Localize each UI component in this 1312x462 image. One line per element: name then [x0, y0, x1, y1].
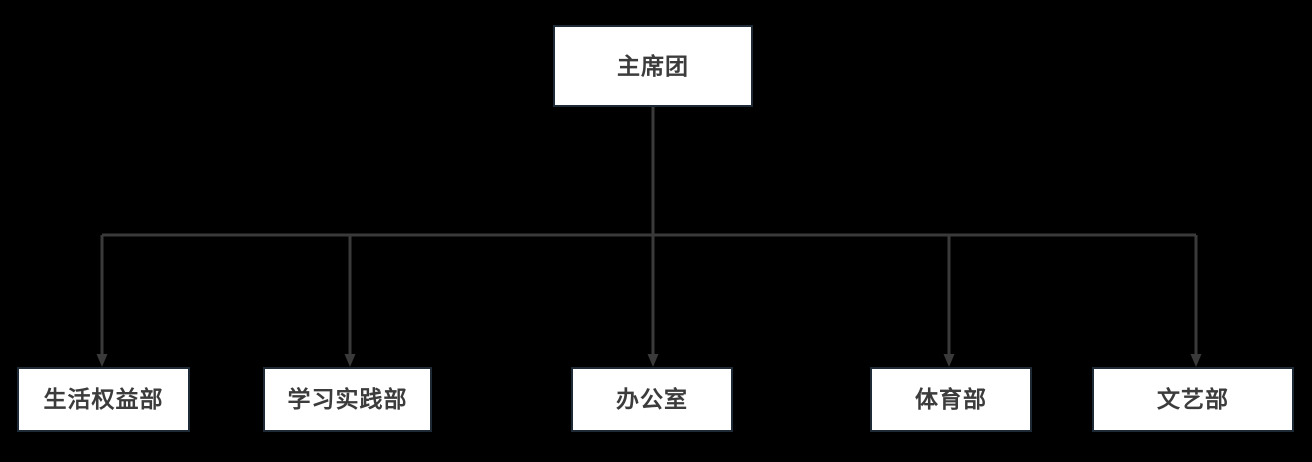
node-child-5-label: 文艺部	[1157, 386, 1229, 412]
arrowhead-2	[344, 354, 356, 367]
node-child-1-label: 生活权益部	[43, 386, 164, 412]
node-child-4[interactable]: 体育部	[870, 367, 1032, 432]
node-child-1[interactable]: 生活权益部	[17, 367, 190, 432]
arrowhead-4	[943, 354, 955, 367]
node-child-3-label: 办公室	[616, 386, 688, 412]
node-root-label: 主席团	[617, 52, 689, 79]
node-child-2[interactable]: 学习实践部	[263, 367, 432, 432]
node-child-3[interactable]: 办公室	[571, 367, 733, 432]
node-root[interactable]: 主席团	[553, 25, 753, 107]
arrowhead-3	[647, 354, 659, 367]
node-child-2-label: 学习实践部	[287, 386, 408, 412]
arrowhead-5	[1190, 354, 1202, 367]
connector-arrowheads	[96, 354, 1202, 367]
node-child-5[interactable]: 文艺部	[1092, 367, 1294, 432]
connector-lines	[100, 107, 1198, 356]
node-child-4-label: 体育部	[915, 386, 987, 412]
arrowhead-1	[96, 354, 108, 367]
